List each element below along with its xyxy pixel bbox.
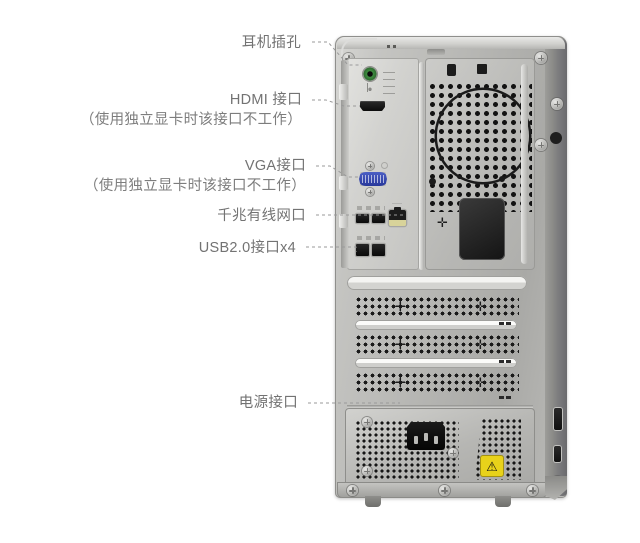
side-screw-top	[551, 98, 563, 110]
psu-top-seam	[347, 405, 533, 408]
slot-dash-mark-2	[499, 360, 511, 363]
expansion-slot-cover-1[interactable]	[355, 320, 517, 330]
chassis-inner-rail-2	[419, 62, 424, 270]
callout-headphone-jack: 耳机插孔	[121, 33, 301, 53]
vent-square-right	[477, 64, 487, 74]
callout-headphone-jack-main: 耳机插孔	[241, 35, 301, 51]
expansion-vent-row-3	[355, 372, 519, 392]
ethernet-latch	[394, 207, 401, 212]
usb-port-4[interactable]	[372, 244, 385, 256]
expansion-plus-3b: ✛	[475, 375, 486, 390]
power-inlet-pin-2	[424, 433, 428, 441]
io-rail-tab-mid	[339, 176, 348, 190]
expansion-slot-cover-2[interactable]	[355, 358, 517, 368]
io-top-dots	[387, 45, 399, 48]
board-mark-plus: ✛	[437, 215, 448, 230]
ethernet-port[interactable]	[389, 210, 406, 226]
callout-lan-port-main: 千兆有线网口	[217, 208, 306, 224]
callout-usb-ports-main: USB2.0接口x4	[198, 240, 296, 256]
vga-indicator-dot	[381, 162, 388, 169]
psu-screw-tl	[362, 417, 372, 427]
callout-usb-ports: USB2.0接口x4	[116, 238, 296, 258]
expansion-plus-2a: ✛	[395, 337, 406, 352]
usb-port-3[interactable]	[356, 244, 369, 256]
io-rail-tab-bottom	[339, 214, 348, 228]
expansion-plus-3a: ✛	[395, 375, 406, 390]
expansion-slot-cover-0[interactable]	[347, 276, 527, 290]
power-inlet-pin-1	[414, 436, 418, 444]
callout-vga-port-main: VGA接口	[244, 158, 306, 174]
chassis-inner-rail	[521, 64, 528, 264]
vga-screwpost-top	[366, 162, 374, 170]
callout-power-connector-main: 电源接口	[238, 395, 298, 411]
psu-screw-bl	[362, 466, 372, 476]
vga-screwpost-bottom	[366, 188, 374, 196]
lan-icon-mark	[392, 201, 402, 206]
bottom-screw-left	[347, 485, 358, 496]
sidewall-bottom-taper	[545, 476, 567, 500]
audio-jack-icon	[362, 83, 378, 92]
board-dot-2	[499, 176, 505, 182]
component-block	[459, 198, 505, 260]
callout-vga-port: VGA接口 （使用独立显卡时该接口不工作）	[22, 156, 306, 196]
callout-power-connector: 电源接口	[126, 393, 298, 413]
usb-port-1[interactable]	[356, 214, 369, 223]
expansion-plus-2b: ✛	[475, 337, 486, 352]
callout-vga-port-sub: （使用独立显卡时该接口不工作）	[84, 178, 306, 194]
side-slot-upper[interactable]	[554, 408, 562, 430]
bottom-screw-right	[527, 485, 538, 496]
fan-circle-outline	[437, 90, 529, 182]
vga-pin-rows	[362, 175, 384, 183]
callout-hdmi-port-main: HDMI 接口	[229, 92, 302, 108]
side-slot-lower[interactable]	[554, 446, 561, 462]
usb-port-2[interactable]	[372, 214, 385, 223]
power-inlet-pin-3	[434, 436, 438, 444]
usb-icon-marks-2	[357, 236, 385, 240]
power-supply-unit: ⚠	[345, 408, 535, 486]
psu-screw-mid	[448, 448, 458, 458]
hdmi-port[interactable]	[360, 101, 385, 111]
callout-hdmi-port: HDMI 接口 （使用独立显卡时该接口不工作）	[22, 90, 302, 130]
bottom-screw-mid	[439, 485, 450, 496]
chassis-right-sidewall	[545, 38, 567, 496]
expansion-plus-1b: ✛	[475, 299, 486, 314]
vent-square-left	[447, 64, 456, 76]
expansion-vent-row-1	[355, 296, 519, 316]
expansion-plus-1a: ✛	[395, 299, 406, 314]
io-top-marks	[383, 72, 395, 94]
thumbscrew-mid-right	[535, 139, 547, 151]
top-handle-notch	[427, 49, 445, 55]
thumbscrew-top-right	[535, 52, 547, 64]
io-rail-tab-top	[339, 84, 348, 100]
io-left-rail	[341, 60, 349, 268]
desktop-tower-rear-panel: ✛ ✛ ✛ ✛ ✛ ✛ ✛	[335, 36, 567, 507]
side-dark-port	[550, 132, 562, 144]
rear-vent-panel: ✛	[425, 58, 535, 270]
usb-icon-marks	[357, 206, 385, 210]
board-dot-1	[429, 178, 436, 185]
fan-vent-mesh	[428, 82, 532, 212]
chassis-foot-left	[365, 496, 381, 507]
slot-dash-mark-3	[499, 396, 511, 399]
expansion-slot-area: ✛ ✛ ✛ ✛ ✛ ✛	[347, 276, 529, 402]
expansion-vent-row-2	[355, 334, 519, 354]
audio-jack[interactable]	[363, 67, 377, 81]
chassis-foot-right	[495, 496, 511, 507]
slot-dash-mark-1	[499, 322, 511, 325]
warning-triangle-label: ⚠	[481, 456, 503, 476]
callout-hdmi-port-sub: （使用独立显卡时该接口不工作）	[80, 112, 302, 128]
callout-lan-port: 千兆有线网口	[126, 206, 306, 226]
